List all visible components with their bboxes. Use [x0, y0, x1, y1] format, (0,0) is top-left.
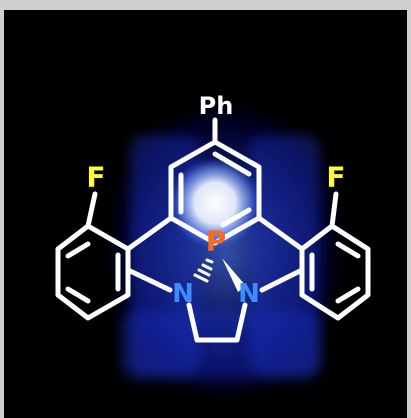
hashed-bond — [193, 258, 214, 283]
luminescence-glow — [105, 100, 345, 400]
phosphorus-label: P — [206, 225, 227, 258]
fluorine-right-label: F — [326, 161, 345, 194]
frame-left-border — [0, 10, 4, 418]
frame-top-border — [0, 0, 411, 10]
central-aromatic-ring — [168, 139, 262, 246]
nitrogen-right-label: N — [238, 279, 260, 309]
frame-right-border — [407, 10, 411, 418]
wedge-bond — [222, 258, 246, 292]
left-fluorine-bond — [85, 191, 98, 229]
atom-labels: Ph F F P N N — [86, 92, 345, 309]
fluorine-left-label: F — [86, 161, 105, 194]
stereo-bonds — [193, 258, 246, 292]
bonds — [55, 117, 371, 343]
bright-glow-spot — [169, 157, 261, 249]
right-fluorine-bond — [329, 191, 339, 229]
nitrogen-left-label: N — [172, 279, 194, 309]
phenyl-label: Ph — [199, 92, 234, 120]
